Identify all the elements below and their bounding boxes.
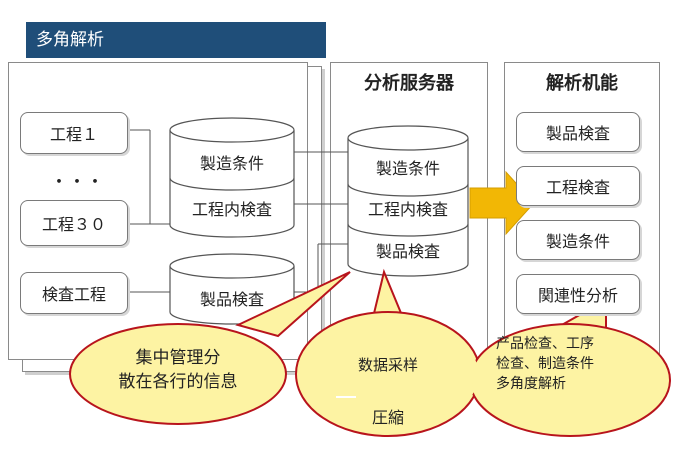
callout-right-line-1: 产品检查、工序 (496, 336, 594, 352)
callout-left-line-1: 集中管理分 (135, 348, 221, 368)
functions-panel-title: 解析机能 (546, 73, 618, 94)
db-cylinder-left-top (169, 117, 295, 238)
process-30-box: 工程３０ (20, 200, 128, 246)
process-30-label: 工程３０ (41, 215, 106, 234)
function-label: 製造条件 (545, 232, 610, 251)
callout-left (235, 271, 351, 338)
function-item-process-inspection: 工程検査 (516, 166, 640, 206)
function-item-correlation-analysis: 関連性分析 (516, 274, 640, 314)
callout-right-text: 产品检查、工序 检查、制造条件 多角度解析 (496, 334, 646, 394)
db-left-segment-2: 工程内検査 (191, 200, 272, 219)
header-title: 多角解析 (26, 22, 326, 58)
db-server-segment-1: 製造条件 (375, 159, 440, 178)
function-item-manufacturing-conditions: 製造条件 (516, 220, 640, 260)
callout-left-text: 集中管理分 散在各行的信息 (90, 346, 266, 394)
ellipsis: ・・・ (50, 172, 104, 193)
callout-right-line-2: 检查、制造条件 (496, 356, 594, 372)
db-server-segment-3: 製品検査 (375, 242, 440, 261)
callout-middle-top-text: 数据采样 (357, 356, 418, 374)
connector-lines (128, 129, 348, 293)
server-panel-title: 分析服务器 (364, 73, 454, 94)
process-1-box: 工程１ (20, 112, 128, 154)
function-label: 製品検査 (545, 124, 610, 143)
function-label: 関連性分析 (537, 286, 618, 305)
callout-left-line-2: 散在各行的信息 (118, 372, 238, 392)
db-cylinder-server (347, 125, 469, 277)
function-label: 工程検査 (545, 178, 610, 197)
db-left-bottom-segment-1: 製品検査 (199, 290, 264, 309)
db-server-segment-2: 工程内検査 (367, 200, 448, 219)
function-item-product-inspection: 製品検査 (516, 112, 640, 152)
process-1-label: 工程１ (49, 125, 98, 144)
callout-middle-bottom-text: 圧縮 (371, 408, 404, 427)
db-left-segment-1: 製造条件 (199, 154, 264, 173)
inspection-process-label: 検査工程 (41, 285, 106, 304)
callout-right-line-3: 多角度解析 (496, 376, 566, 392)
db-cylinder-left-bottom (169, 253, 295, 325)
inspection-process-box: 検査工程 (20, 272, 128, 314)
